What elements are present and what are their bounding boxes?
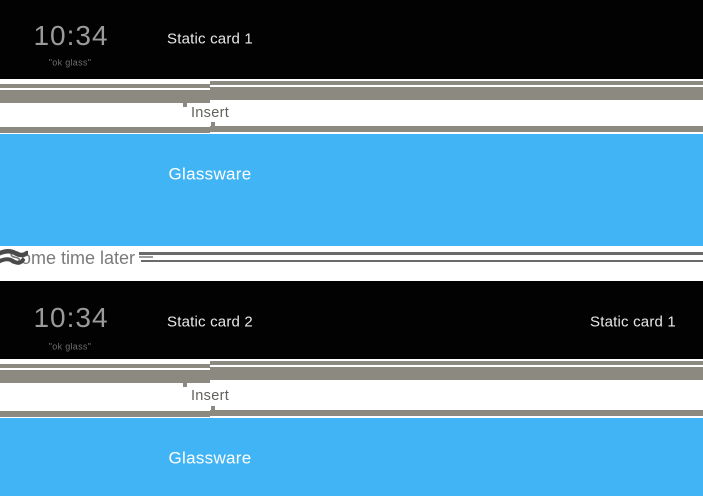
glassware-label: Glassware bbox=[168, 448, 252, 468]
insert-label: Insert bbox=[190, 104, 230, 121]
rail-bottom-right bbox=[210, 410, 703, 416]
rail-bottom-right bbox=[210, 126, 703, 132]
insert-label: Insert bbox=[190, 387, 230, 404]
glassware-card: Glassware bbox=[0, 418, 703, 496]
rail-mid-right bbox=[210, 87, 703, 100]
interlude-line-connector bbox=[139, 256, 153, 258]
insert-tick-bottom bbox=[211, 122, 215, 126]
rail-thin-left bbox=[0, 84, 210, 88]
timeline-break-icon bbox=[0, 249, 28, 265]
ok-glass-hint: "ok glass" bbox=[48, 57, 92, 68]
interlude-line-top bbox=[139, 252, 703, 255]
rail-bottom-left bbox=[0, 127, 210, 133]
rail-thin-right bbox=[210, 81, 703, 85]
interlude-label: Some time later bbox=[8, 248, 136, 268]
static-card-1-label: Static card 1 bbox=[590, 313, 676, 331]
insert-tick-top bbox=[183, 103, 187, 107]
clock-time: 10:34 bbox=[33, 302, 109, 333]
rail-thin-right bbox=[210, 361, 703, 365]
insert-tick-bottom bbox=[211, 406, 215, 410]
static-card-2-label: Static card 2 bbox=[167, 313, 253, 331]
clock-time: 10:34 bbox=[33, 20, 109, 51]
rail-mid-left bbox=[0, 370, 210, 383]
timeline-strip-top: 10:34 "ok glass" Static card 1 bbox=[0, 0, 703, 79]
glassware-label: Glassware bbox=[168, 164, 252, 184]
glassware-card: Glassware bbox=[0, 134, 703, 246]
timeline-strip-bottom: 10:34 "ok glass" Static card 2 Static ca… bbox=[0, 281, 703, 359]
static-card-1-label: Static card 1 bbox=[167, 30, 253, 48]
rail-mid-right bbox=[210, 367, 703, 380]
insert-tick-top bbox=[183, 383, 187, 387]
rail-mid-left bbox=[0, 90, 210, 103]
rail-thin-left bbox=[0, 364, 210, 368]
rail-bottom-left bbox=[0, 411, 210, 417]
interlude-line-bottom bbox=[141, 259, 703, 262]
ok-glass-hint: "ok glass" bbox=[48, 341, 92, 352]
